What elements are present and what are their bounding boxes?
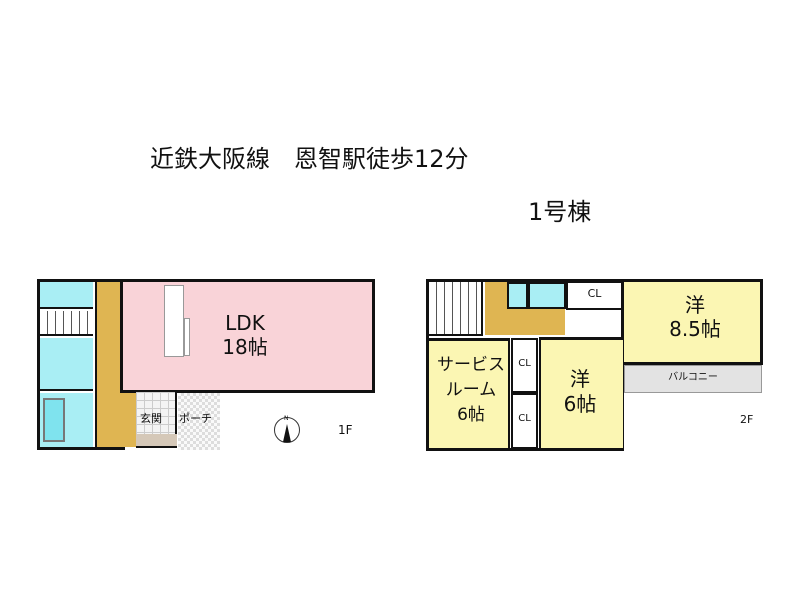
building-number: 1号棟: [528, 198, 592, 226]
porch: [178, 393, 220, 450]
western-room-6: [539, 337, 623, 448]
closet-2: [511, 338, 538, 393]
washroom: [40, 338, 93, 391]
compass-icon: N: [274, 415, 300, 443]
western-room-8-5: [621, 279, 763, 365]
service-room: [429, 338, 510, 448]
toilet-2f: [528, 282, 566, 309]
closet-3: [511, 393, 538, 449]
floor-label-1f: 1F: [338, 423, 353, 437]
access-info: 近鉄大阪線 恩智駅徒歩12分: [150, 145, 469, 173]
stairs-2f: [429, 282, 483, 336]
balcony: [624, 365, 762, 393]
porch-label: ポーチ: [179, 412, 212, 425]
ldk-size: 18帖: [222, 335, 268, 359]
washbasin-2f: [507, 282, 528, 309]
hallway-1f: [95, 282, 123, 447]
ldk-label: LDK: [225, 311, 265, 335]
toilet-1f: [40, 282, 93, 309]
floor-label-2f: 2F: [740, 413, 754, 426]
stairs-1f: [40, 311, 93, 336]
genkan-label: 玄関: [140, 412, 162, 425]
closet-1: [566, 281, 623, 310]
ldk-room: [120, 279, 375, 393]
